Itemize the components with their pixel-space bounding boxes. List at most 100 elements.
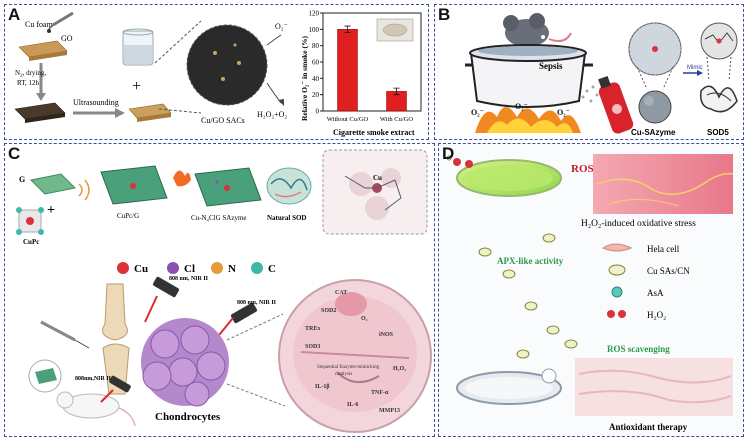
healthy-tissue-image (575, 358, 733, 416)
cell-pathway-labels: TRExSOD2CATSOD3iNOSIL-1βTNF-αIL-6MMP13O₂… (305, 290, 406, 414)
chart-y-tick-label: 80 (312, 42, 320, 50)
chart-y-tick-label: 60 (312, 59, 320, 67)
laser1-text: 808 nm, NIR II (169, 276, 209, 282)
go-dropper-icon (47, 11, 74, 33)
drying-text: N2, drying, RT, 12h (15, 69, 48, 87)
cupc-molecule-icon (16, 207, 44, 235)
cupc-g-sheet (100, 165, 168, 205)
active-site-zoom (322, 149, 428, 235)
go-coated-foam-illustration (14, 102, 66, 123)
cascade-text: Sequential Enzyme-mimicking (317, 365, 380, 370)
mimic-text: Mimic (687, 65, 703, 71)
svg-text:Cu: Cu (134, 263, 148, 275)
laser-device-1 (144, 276, 180, 323)
h2o2-arrowhead-icon (278, 99, 284, 106)
cell-pathway-label: O₂ (361, 316, 368, 322)
fire-icon (475, 107, 581, 133)
legend-n: N (211, 262, 236, 275)
plus-c: + (47, 203, 55, 218)
panel-a-label: A (8, 5, 21, 24)
cupc-g-text: CuPc/G (117, 212, 139, 220)
chart-y-tick-label: 20 (312, 91, 320, 99)
nanosheet-particles (478, 233, 578, 359)
panel-d-label: D (442, 144, 455, 163)
chondrocyte-cluster (141, 318, 229, 407)
chart-y-tick-label: 40 (312, 75, 320, 83)
svg-text:Cl: Cl (184, 263, 195, 275)
element-legend: Cu Cl N C (117, 262, 276, 275)
laser-device-2 (214, 302, 258, 341)
therapy-text: Antioxidant therapy (609, 422, 688, 432)
go-text: GO (61, 34, 73, 43)
svg-text:C: C (268, 263, 276, 275)
cell-pathway-label: IL-6 (347, 402, 358, 408)
stress-text: H₂O₂-induced oxidative stress (581, 219, 696, 229)
cell-pathway-label: CAT (335, 290, 347, 296)
zoom-lines-b (636, 66, 674, 90)
o2-mid-text: O₂⁻ (515, 102, 528, 111)
panel-b: B Sepsis O₂⁻ O₂⁻ O₂⁻ (434, 4, 744, 140)
cell-pathway-label: SOD3 (305, 344, 320, 350)
svg-text:N: N (228, 263, 236, 275)
chart-bar (337, 29, 358, 112)
panel-c-figure: CuPc G + CuPc/G Cu-N₄ClG SAzyme Natur (16, 149, 432, 433)
cell-pathway-label: iNOS (379, 332, 394, 338)
chart-error-bar (393, 87, 400, 96)
down-arrowhead-icon (36, 93, 46, 101)
g-text: G (19, 175, 25, 184)
stressed-tissue-image (593, 154, 734, 214)
legend-d: Hela cell Cu SAs/CN AsA H₂O₂ (601, 243, 690, 320)
mouse-c-icon (56, 391, 136, 427)
legend-cu-sas-cn: Cu SAs/CN (608, 264, 690, 276)
cu-foam-illustration (18, 40, 68, 61)
inset-dish-image (382, 23, 408, 37)
mimic-arrowhead-icon (697, 70, 703, 76)
cell-pathway-label: SOD2 (321, 308, 336, 314)
panel-d-figure: ROS H₂O₂-induced oxidative stress APX-li… (446, 154, 734, 432)
o2-left-text: O₂⁻ (471, 108, 484, 117)
cupc-text: CuPc (23, 238, 39, 246)
chart-x-label: Cigarette smoke extract (333, 128, 415, 137)
zoom-lines-c (226, 313, 286, 407)
legend-cl: Cl (167, 262, 195, 275)
chart-error-bar (344, 25, 351, 33)
h2o2-molecule-top-icon (446, 155, 473, 168)
natural-sod-protein-icon (266, 167, 312, 205)
legend-h2o2: H₂O₂ (607, 310, 666, 320)
laser-device-3 (100, 375, 131, 403)
ultrasounding-text: Ultrasounding (73, 98, 119, 107)
zoom-lines-sod (706, 56, 732, 82)
legend-asa: AsA (611, 286, 664, 298)
svg-text:Hela cell: Hela cell (647, 244, 680, 254)
sod5-protein-icon (699, 22, 738, 113)
cu-n4clg-sheet (194, 167, 262, 207)
cell-pathway-label: TREx (305, 326, 320, 332)
zoom-lines (154, 20, 202, 114)
legend-c: C (251, 262, 276, 275)
panel-a: A Cu foam GO N2, drying, RT, 12h Ultras (4, 4, 429, 140)
panel-c-label: C (8, 144, 21, 163)
chart-y-tick-label: 0 (316, 108, 320, 116)
svg-text:AsA: AsA (647, 288, 664, 298)
cu-sazyme-zoom-sphere (628, 22, 682, 76)
graphene-sheet-icon (29, 173, 77, 195)
sepsis-text: Sepsis (539, 61, 563, 71)
laser2-text: 808 nm, NIR II (237, 300, 277, 306)
cell-pathway-label: H₂O₂ (393, 366, 406, 372)
panel-c: C CuPc G + CuPc/G Cu-N₄ClG (4, 143, 435, 437)
cell-cross-section (278, 279, 432, 433)
scavenging-text: ROS scavenging (607, 344, 670, 354)
o2-radical-text: O₂⁻ (275, 22, 288, 31)
beaker-icon (122, 28, 154, 66)
syringe-icon (40, 320, 90, 349)
cu-foam-text: Cu foam (25, 20, 54, 29)
o2-arrow-icon (266, 34, 282, 46)
natural-sod-text: Natural SOD (267, 214, 306, 222)
panel-a-figure: Cu foam GO N2, drying, RT, 12h Ultrasoun… (14, 10, 422, 137)
cascade-text-2: catalysis (335, 372, 352, 377)
chart-bars (337, 25, 407, 112)
petri-dish-top (456, 159, 562, 197)
chart-x-tick-label: Without Cu/GO (327, 116, 369, 123)
